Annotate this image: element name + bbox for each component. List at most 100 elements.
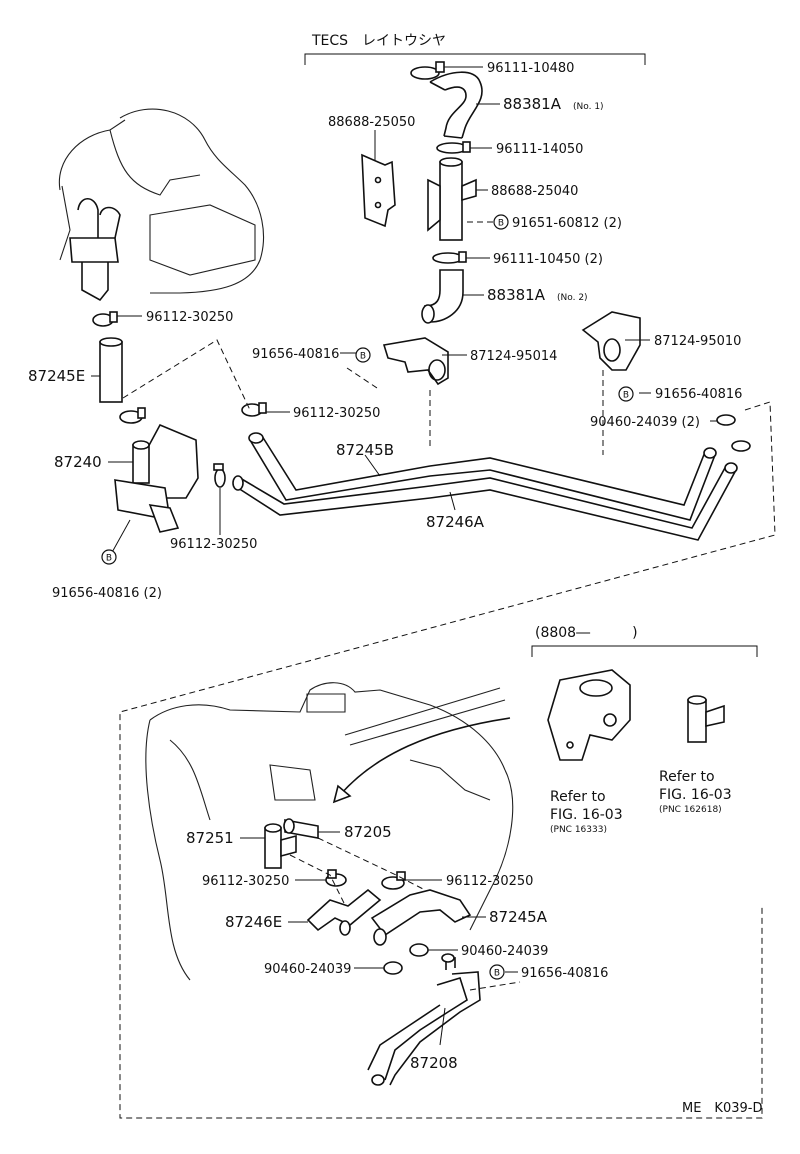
date-range-bracket <box>531 645 758 657</box>
clamp-96111-10480 <box>410 61 445 80</box>
bolt-marker-icon <box>618 386 634 402</box>
label-91651-60812: 91651-60812 (2) <box>512 216 622 231</box>
bottom-parts <box>264 818 481 1086</box>
left-group <box>92 311 226 533</box>
bolt-marker-label: B <box>360 352 366 362</box>
tecs-parts <box>361 61 641 386</box>
refer-left-pnc: (PNC 16333) <box>550 825 607 835</box>
label-87245a: 87245A <box>489 908 548 926</box>
label-96112-30250-a: 96112-30250 <box>146 310 233 325</box>
label-88381a-no1: 88381A <box>503 95 562 113</box>
pipe-87208 <box>367 953 481 1086</box>
refer-right-pnc: (PNC 162618) <box>659 805 722 815</box>
refer-right-line2: FIG. 16-03 <box>659 787 732 803</box>
label-87245e: 87245E <box>28 367 85 385</box>
bolt-marker-label: B <box>623 391 629 401</box>
hose-87246e <box>306 888 382 932</box>
bolt-marker-icon <box>355 347 371 363</box>
label-91656-40816-c: 91656-40816 (2) <box>52 586 162 601</box>
label-87124-95014: 87124-95014 <box>470 349 557 364</box>
pipe-88688-25040 <box>427 157 477 241</box>
clamp-96112-30250-c <box>213 463 226 488</box>
leaders-top <box>91 66 718 557</box>
bracket-88688-25050 <box>361 153 396 228</box>
hose-87245a <box>370 889 472 937</box>
label-88688-25040: 88688-25040 <box>491 184 578 199</box>
label-96111-10480: 96111-10480 <box>487 61 574 76</box>
clamp-90460-24039-c <box>383 961 403 975</box>
label-87240: 87240 <box>54 453 102 471</box>
label-96112-30250-e: 96112-30250 <box>446 874 533 889</box>
tecs-title: TECS レイトウシヤ <box>311 33 446 49</box>
fitting-87251 <box>264 823 297 869</box>
label-96112-30250-c: 96112-30250 <box>170 537 257 552</box>
arrow-line <box>339 717 511 796</box>
engine-sketch-top <box>58 108 265 302</box>
label-91656-40816-a: 91656-40816 <box>252 347 339 362</box>
label-88381a-no1-note: (No. 1) <box>573 102 604 112</box>
bracket-87124-95010 <box>581 311 641 371</box>
label-87208: 87208 <box>410 1054 458 1072</box>
dashed-lines-top <box>119 221 776 1119</box>
engine-sketch-bottom <box>145 682 514 981</box>
label-91656-40816-d: 91656-40816 <box>521 966 608 981</box>
clamp-96111-10450 <box>432 251 467 264</box>
bolt-marker-icon <box>493 214 509 230</box>
bolt-marker-icon <box>101 549 117 565</box>
label-90460-24039-a: 90460-24039 (2) <box>590 415 700 430</box>
clamp-96111-14050 <box>436 141 471 154</box>
clamp-96112-30250-b <box>119 407 146 424</box>
label-87205: 87205 <box>344 823 392 841</box>
labels-bottom: 87251 87205 96112-30250 96112-30250 8724… <box>186 823 608 1072</box>
refer-right-line1: Refer to <box>659 769 715 785</box>
union-fitting <box>687 695 725 743</box>
bolt-marker-label: B <box>494 969 500 979</box>
arrow-head-icon <box>332 784 352 804</box>
label-90460-24039-b: 90460-24039 <box>461 944 548 959</box>
refer-left: Refer to FIG. 16-03 (PNC 16333) <box>550 789 623 835</box>
label-90460-24039-c: 90460-24039 <box>264 962 351 977</box>
dashed-lines-bottom <box>289 837 521 991</box>
valve-87240 <box>114 423 199 533</box>
leaders-bottom <box>240 831 518 1046</box>
clamp-96112-30250-e <box>381 871 406 890</box>
footer-code: ME K039-D <box>682 1101 762 1116</box>
bolt-markers-top: B B B B <box>101 214 634 565</box>
clamp-90460-24039-b <box>409 943 429 957</box>
label-88688-25050: 88688-25050 <box>328 115 415 130</box>
date-range-group: (8808― ) <box>531 625 758 657</box>
label-87124-95010: 87124-95010 <box>654 334 741 349</box>
clamp-96112-30250-d <box>325 869 347 887</box>
labels-top: 96111-10480 88381A (No. 1) 88688-25050 9… <box>28 61 742 601</box>
clamp-90460-24039-a <box>716 414 751 452</box>
label-96111-10450: 96111-10450 (2) <box>493 252 603 267</box>
pipe-assembly <box>232 402 751 541</box>
date-range-title: (8808― ) <box>535 625 638 641</box>
label-96111-14050: 96111-14050 <box>496 142 583 157</box>
label-87246a: 87246A <box>426 513 485 531</box>
refer-left-line2: FIG. 16-03 <box>550 807 623 823</box>
hose-87245e <box>99 337 123 403</box>
refer-left-line1: Refer to <box>550 789 606 805</box>
thermostat-housing <box>547 669 631 761</box>
hose-88381a-no1 <box>429 71 483 139</box>
bolt-marker-label: B <box>106 554 112 564</box>
tecs-group: TECS レイトウシヤ <box>304 33 646 65</box>
union-87205 <box>283 818 319 839</box>
label-87246e: 87246E <box>225 913 282 931</box>
label-96112-30250-b: 96112-30250 <box>293 406 380 421</box>
label-96112-30250-d: 96112-30250 <box>202 874 289 889</box>
label-87245b: 87245B <box>336 441 394 459</box>
clamp-96112-30250-a <box>92 311 118 327</box>
label-88381a-no2: 88381A <box>487 286 546 304</box>
bolt-marker-label: B <box>498 219 504 229</box>
clamp-96112-30250-mid <box>241 402 267 417</box>
bolt-marker-icon <box>489 964 505 980</box>
label-88381a-no2-note: (No. 2) <box>557 293 588 303</box>
refer-right: Refer to FIG. 16-03 (PNC 162618) <box>659 769 732 815</box>
bracket-87124-95014 <box>382 337 449 386</box>
tecs-bracket <box>304 53 646 65</box>
label-91656-40816-b: 91656-40816 <box>655 387 742 402</box>
label-87251: 87251 <box>186 829 234 847</box>
